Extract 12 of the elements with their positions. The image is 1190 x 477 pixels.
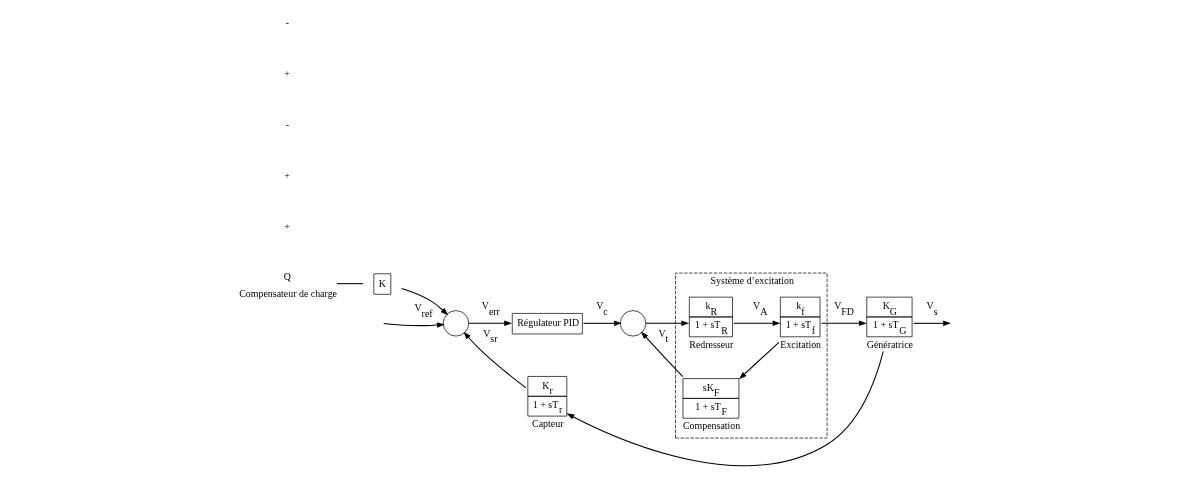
node-text: Q <box>283 270 292 282</box>
node-label: Compensation <box>682 420 741 431</box>
node-label: Compensateur de charge <box>239 288 337 300</box>
label: + <box>284 170 290 182</box>
label: + <box>284 221 290 233</box>
label: - <box>285 17 289 29</box>
node-label: Excitation <box>780 338 822 350</box>
label: - <box>285 119 289 131</box>
node-label: Capteur <box>532 417 564 429</box>
node-label: Génératrice <box>866 338 913 350</box>
node-label: Redresseur <box>689 338 734 350</box>
label: + <box>284 68 290 80</box>
